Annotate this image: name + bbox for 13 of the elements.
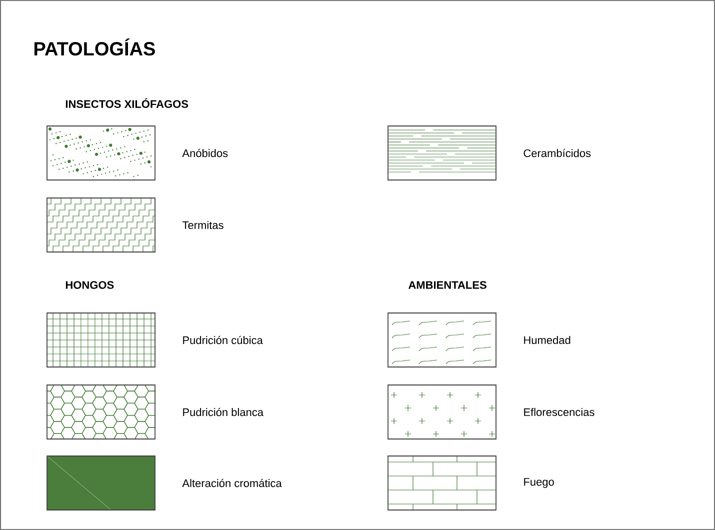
legend-label: Alteración cromática bbox=[182, 478, 282, 488]
group-heading: HONGOS bbox=[66, 281, 114, 289]
group-heading: INSECTOS XILÓFAGOS bbox=[66, 98, 188, 108]
legend-label: Cerambícidos bbox=[524, 148, 591, 158]
legend-label: Eflorescencias bbox=[524, 408, 594, 416]
legend-label: Pudrición blanca bbox=[183, 408, 264, 416]
legend-label: Fuego bbox=[524, 478, 554, 488]
title: PATOLOGÍAS bbox=[34, 38, 155, 56]
legend-label: Pudrición cúbica bbox=[183, 336, 263, 344]
legend-label: Termitas bbox=[182, 220, 224, 230]
legend-label: Humedad bbox=[524, 336, 570, 344]
group-heading: AMBIENTALES bbox=[408, 281, 486, 289]
legend-label: Anóbidos bbox=[182, 148, 228, 158]
